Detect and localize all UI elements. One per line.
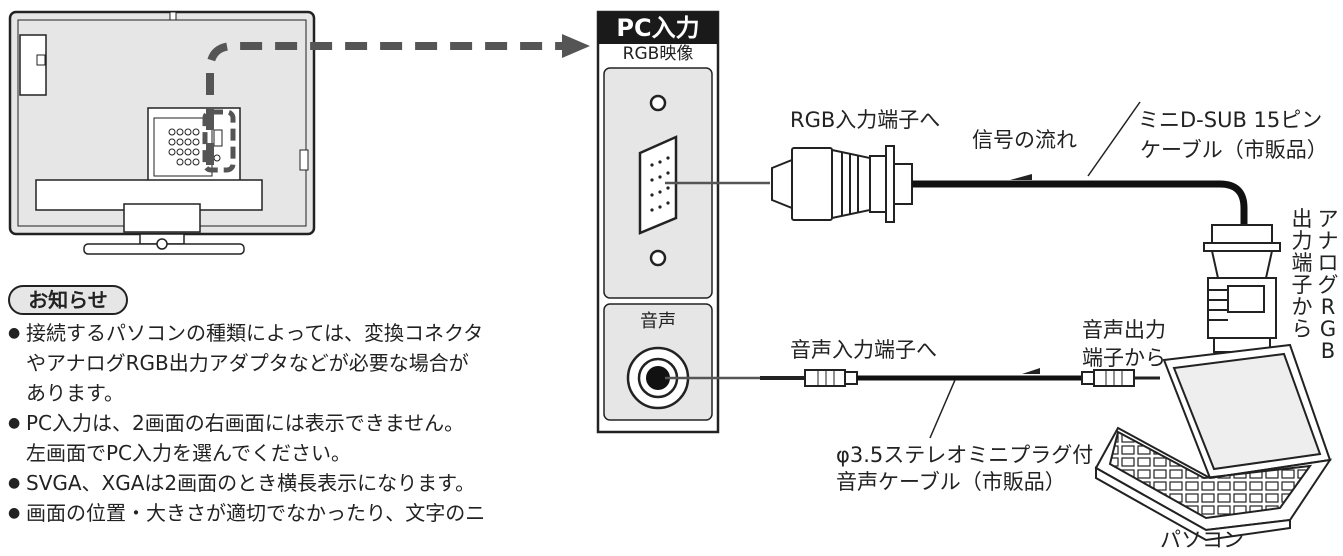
tv-port-cluster [168, 128, 200, 166]
panel-subtitle: RGB映像 [622, 44, 694, 64]
laptop-illustration [1094, 343, 1333, 542]
audio-output-label-line2: 端子から [1082, 346, 1166, 370]
rgb-cable-label-line1: ミニD-SUB 15ピン [1138, 108, 1323, 132]
tv-rear-illustration [8, 10, 316, 255]
notice-item: 接続するパソコンの種類によっては、変換コネクタ やアナログRGB出力アダプタなど… [8, 318, 568, 408]
notice-item: 画面の位置・大きさが適切でなかったり、文字のニ [8, 498, 568, 528]
rgb-cable-label-line2: ケーブル（市販品） [1140, 138, 1328, 162]
pc-input-panel [596, 10, 720, 434]
audio-output-label-line1: 音声出力 [1082, 318, 1166, 342]
dashed-arrow [202, 34, 590, 173]
audio-cable [760, 368, 1160, 439]
audio-cable-label-line1: φ3.5ステレオミニプラグ付 [836, 443, 1094, 467]
panel-title: PC入力 [598, 12, 718, 44]
audio-cable-label-line2: 音声ケーブル（市販品） [836, 470, 1066, 494]
analog-rgb-label-col1: アナログRGB [1317, 207, 1339, 363]
pc-label: パソコン [1160, 528, 1244, 552]
notice-item: SVGA、XGAは2画面のとき横長表示になります。 [8, 468, 568, 498]
signal-arrow [1010, 174, 1032, 180]
notice-badge: お知らせ [8, 285, 128, 315]
audio-input-label: 音声入力端子へ [790, 338, 937, 362]
notice-list: 接続するパソコンの種類によっては、変換コネクタ やアナログRGB出力アダプタなど… [8, 318, 568, 528]
rgb-input-label: RGB入力端子へ [790, 108, 941, 132]
dsub-plug-right [1203, 224, 1281, 373]
notice-item: PC入力は、2画面の右画面には表示できません。 左画面でPC入力を選んでください… [8, 408, 568, 468]
vga-port [638, 135, 678, 235]
analog-rgb-label-col2: 出力端子から [1291, 207, 1313, 341]
rgb-cable [912, 180, 1248, 225]
dsub-plug-left [771, 145, 913, 223]
panel-audio-label: 音声 [640, 311, 676, 332]
signal-flow-label: 信号の流れ [972, 128, 1077, 152]
